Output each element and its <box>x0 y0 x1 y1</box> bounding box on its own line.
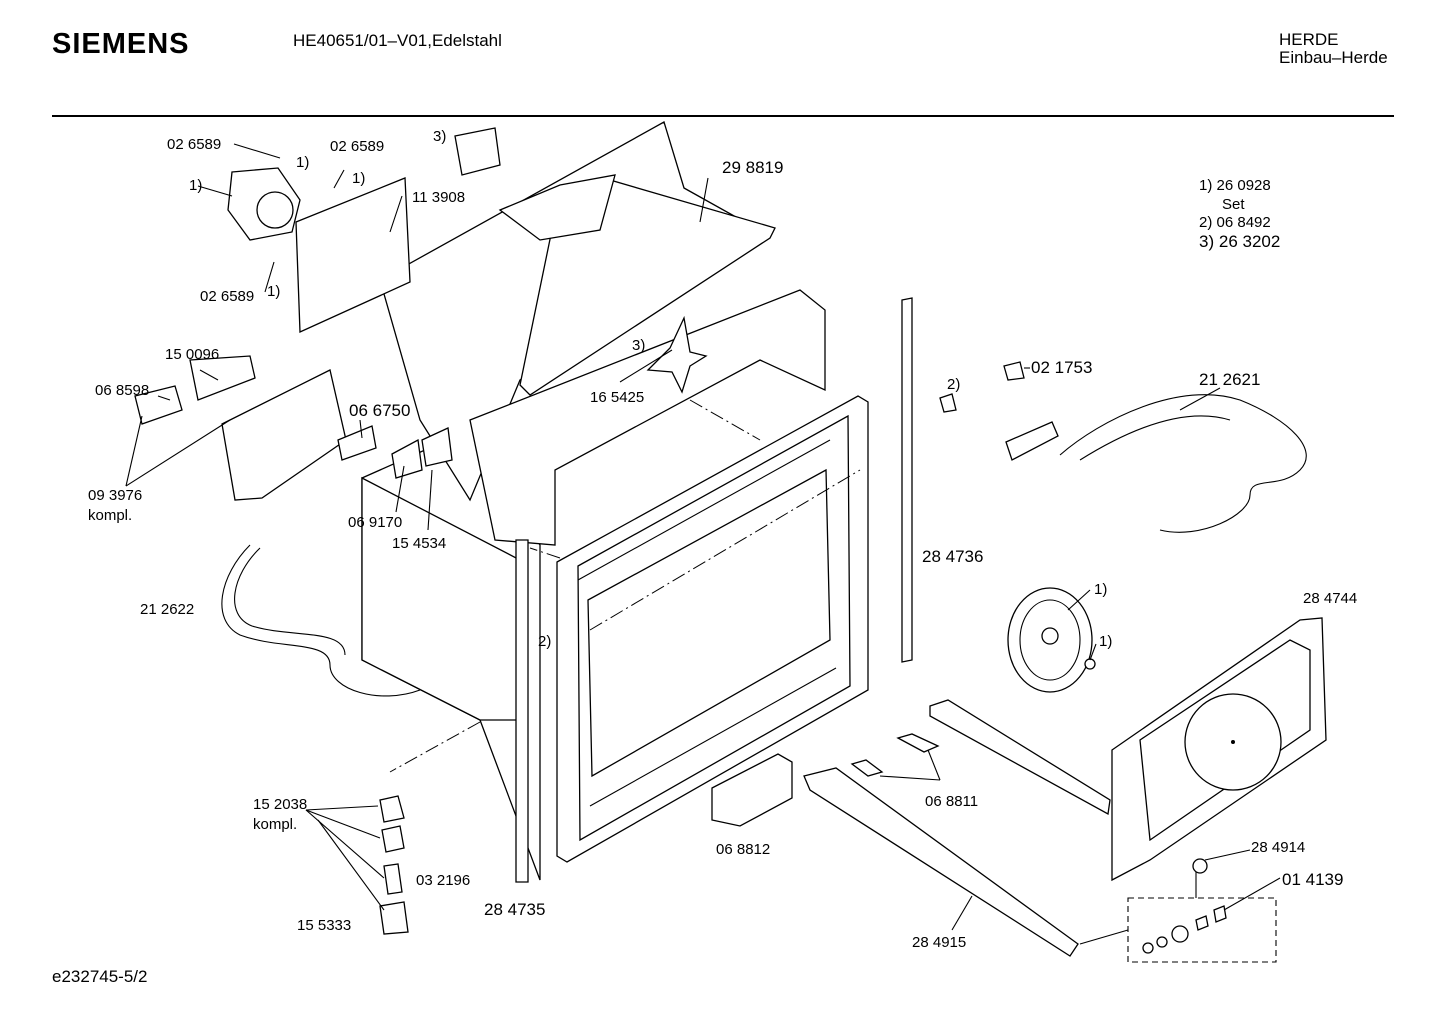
part-label: 02 6589 <box>200 288 255 305</box>
shelf-supports <box>711 699 1111 957</box>
part-label: 28 4744 <box>1303 590 1358 607</box>
part-note: 3) <box>632 337 646 354</box>
part-note: kompl. <box>253 816 298 833</box>
part-label: 15 5333 <box>297 917 352 934</box>
part-note: 1) <box>189 177 203 194</box>
part-label: 03 2196 <box>416 872 471 889</box>
part-label: 28 4915 <box>912 934 967 951</box>
part-label: 28 4736 <box>922 547 984 566</box>
part-label: 28 4735 <box>484 900 546 919</box>
legend-row: Set <box>1222 195 1245 213</box>
leader-lines <box>125 143 1281 945</box>
front-frame <box>556 395 869 863</box>
part-note: 3) <box>433 128 447 145</box>
legend-row: 1) 26 0928 <box>1199 177 1271 194</box>
brand-logo: SIEMENS <box>52 28 190 60</box>
part-label: 02 1753 <box>1031 358 1093 377</box>
part-note: kompl. <box>88 507 133 524</box>
part-label: 02 6589 <box>167 136 222 153</box>
legend-row: 3) 26 3202 <box>1199 231 1281 251</box>
part-label: 21 2622 <box>140 601 195 618</box>
side-rails <box>515 297 913 883</box>
fan-motor <box>227 127 708 394</box>
part-label: 28 4914 <box>1251 839 1306 856</box>
fastener-set <box>1127 858 1277 963</box>
notes-legend: 1) 26 0928 Set 2) 06 8492 3) 26 3202 <box>1199 177 1280 251</box>
bottom-heater <box>221 544 421 697</box>
top-cover <box>379 121 826 546</box>
side-brackets <box>134 355 453 501</box>
part-label: 06 8811 <box>925 793 979 810</box>
fan-cover <box>1111 617 1327 882</box>
part-label: 21 2621 <box>1199 370 1261 389</box>
lamp-assembly <box>379 795 409 935</box>
model-title: HE40651/01–V01,Edelstahl <box>293 31 502 50</box>
header-rule <box>52 115 1394 117</box>
part-label: 15 2038 <box>253 796 308 813</box>
part-label: 15 4534 <box>392 535 447 552</box>
part-note: 2) <box>947 376 961 393</box>
part-note: 1) <box>352 170 366 187</box>
category-block: HERDE Einbau–Herde <box>1279 31 1388 67</box>
oven-cavity <box>361 429 541 881</box>
part-note: 1) <box>1099 633 1113 650</box>
part-label: 06 9170 <box>348 514 403 531</box>
drawing-id: e232745-5/2 <box>52 967 148 986</box>
part-note: 1) <box>296 154 310 171</box>
legend-row: 2) 06 8492 <box>1199 214 1271 231</box>
subcategory: Einbau–Herde <box>1279 48 1388 67</box>
part-label: 15 0096 <box>165 346 220 363</box>
convection-fan <box>1007 587 1096 693</box>
part-label: 11 3908 <box>412 189 466 206</box>
part-label: 16 5425 <box>590 389 645 406</box>
category: HERDE <box>1279 30 1339 49</box>
part-label: 06 6750 <box>349 401 411 420</box>
top-heater <box>939 361 1307 533</box>
part-note: 2) <box>538 633 552 650</box>
assembly-axes <box>389 399 861 773</box>
part-label: 01 4139 <box>1282 870 1344 889</box>
part-label: 09 3976 <box>88 487 143 504</box>
part-label: 06 8812 <box>716 841 771 858</box>
part-label: 06 8598 <box>95 382 150 399</box>
part-label: 29 8819 <box>722 158 784 177</box>
part-label: 02 6589 <box>330 138 385 155</box>
part-note: 1) <box>267 283 281 300</box>
part-note: 1) <box>1094 581 1108 598</box>
